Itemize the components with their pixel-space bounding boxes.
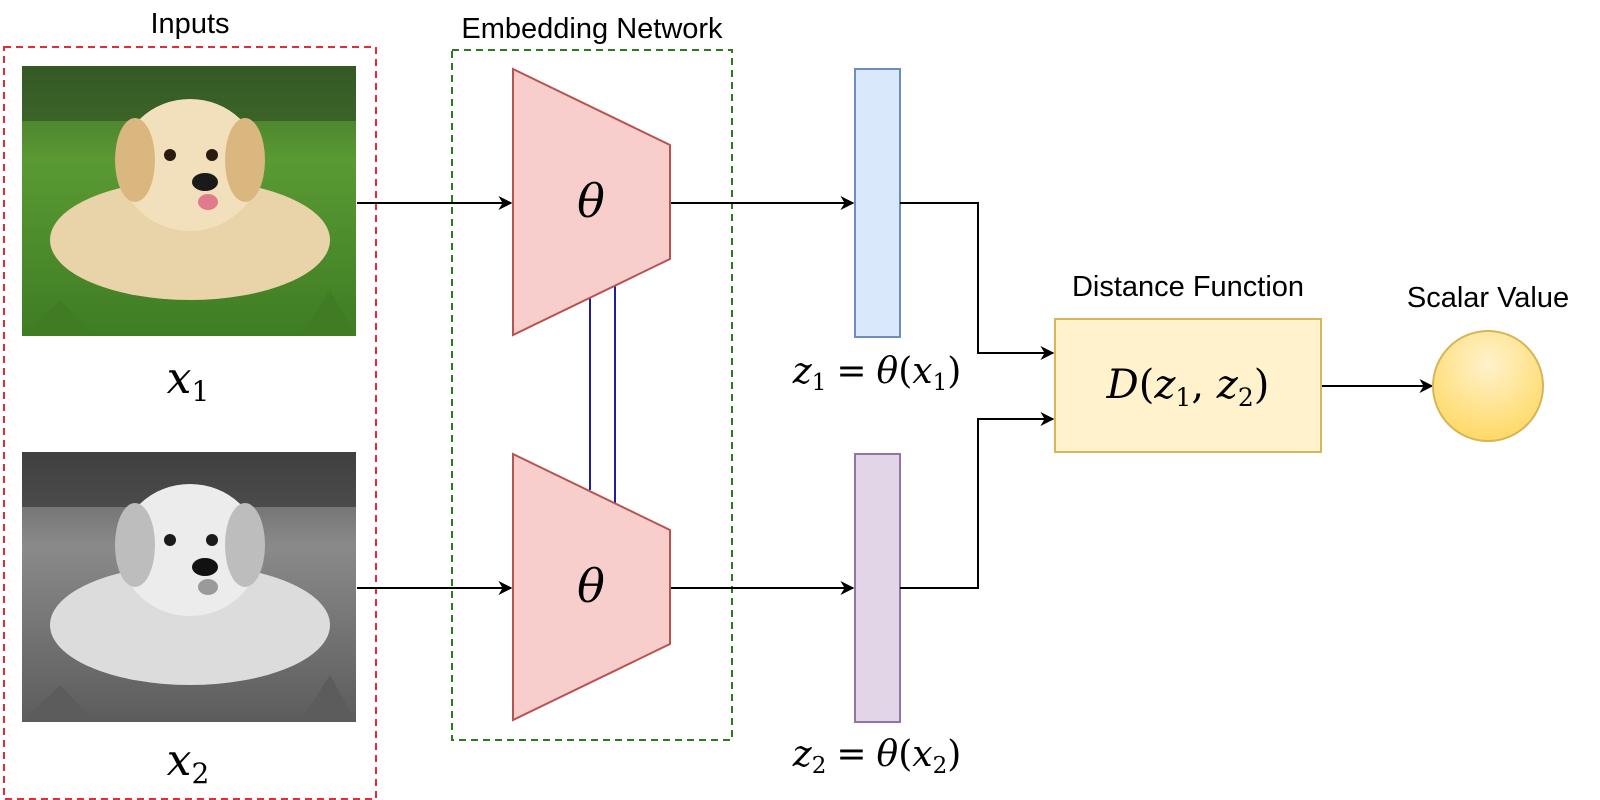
- distance-function-expression: D(z1, z2): [1106, 362, 1270, 412]
- connector-z1-to-distance: [900, 202, 1055, 360]
- embedding-label-1: z1=θ(x1): [792, 351, 962, 396]
- embedding-network-label: Embedding Network: [461, 13, 723, 45]
- encoder-top: [512, 67, 671, 337]
- embedding-vector-z2: [854, 453, 901, 723]
- encoder-bottom: [512, 452, 671, 722]
- embedding-network-group-border: [451, 49, 733, 741]
- connector-z2-to-distance: [900, 412, 1055, 589]
- embedding-vector-z1: [854, 68, 901, 338]
- scalar-value-label: Scalar Value: [1407, 282, 1569, 314]
- distance-function-label: Distance Function: [1072, 271, 1304, 303]
- encoder-bottom-symbol: θ: [577, 559, 605, 613]
- scalar-value-circle: [1432, 330, 1544, 442]
- input-label-1: x1: [167, 353, 210, 408]
- embedding-label-2: z2=θ(x2): [792, 734, 962, 779]
- distance-function-box: [1054, 318, 1322, 453]
- input-image-2: [22, 452, 356, 722]
- input-label-2: x2: [167, 735, 210, 790]
- encoder-top-symbol: θ: [577, 174, 605, 228]
- inputs-group-border: [3, 46, 377, 800]
- inputs-label: Inputs: [151, 8, 230, 40]
- input-image-1: [22, 66, 356, 336]
